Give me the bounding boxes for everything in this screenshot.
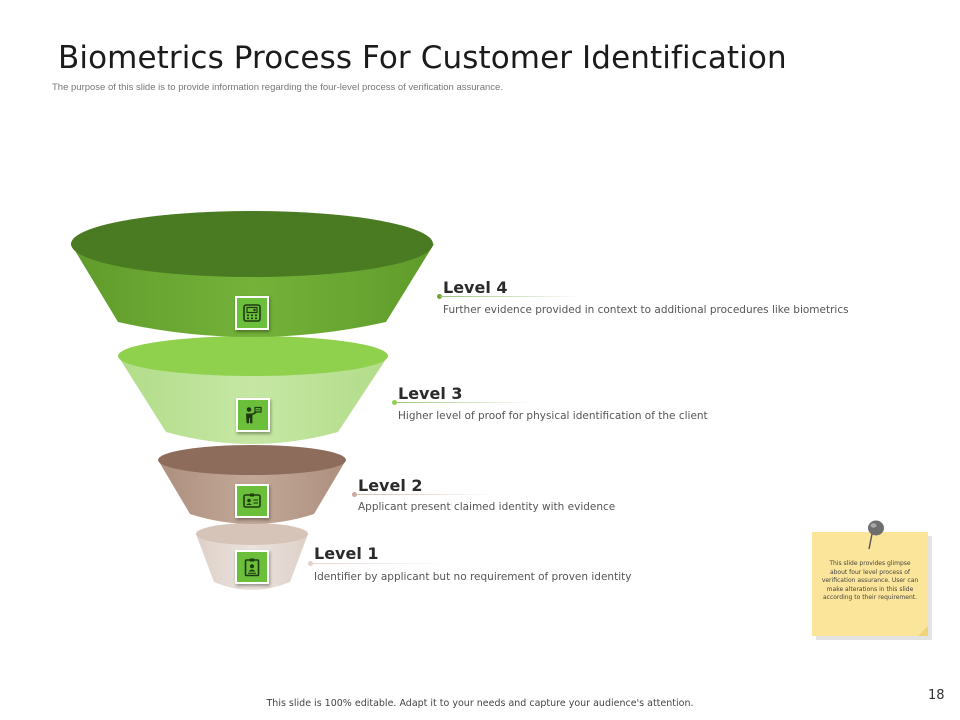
page-subtitle: The purpose of this slide is to provide … <box>52 82 503 93</box>
level-2-heading: Level 2 <box>358 476 423 495</box>
pushpin-icon <box>868 520 884 550</box>
biometric-device-icon <box>235 296 269 330</box>
level-3-heading: Level 3 <box>398 384 463 403</box>
funnel-segment-level-4 <box>71 211 434 337</box>
level-4-description: Further evidence provided in context to … <box>443 304 849 316</box>
footer-note: This slide is 100% editable. Adapt it to… <box>266 698 694 709</box>
level-1-connector-line <box>311 563 451 564</box>
level-3-connector-dot <box>392 400 397 405</box>
level-1-description: Identifier by applicant but no requireme… <box>314 571 632 583</box>
level-2-connector-dot <box>352 492 357 497</box>
level-1-heading: Level 1 <box>314 544 379 563</box>
level-3-description: Higher level of proof for physical ident… <box>398 410 708 422</box>
level-4-connector-dot <box>437 294 442 299</box>
level-2-connector-line <box>355 494 495 495</box>
sticky-note-fold <box>918 626 928 636</box>
sticky-note: This slide provides glimpse about four l… <box>812 532 928 636</box>
id-card-icon <box>235 484 269 518</box>
level-1-connector-dot <box>308 561 313 566</box>
level-2-description: Applicant present claimed identity with … <box>358 501 616 513</box>
page-number: 18 <box>928 688 945 703</box>
presenter-board-icon <box>236 398 270 432</box>
page-title: Biometrics Process For Customer Identifi… <box>58 40 787 76</box>
clipboard-user-icon <box>235 550 269 584</box>
level-3-connector-line <box>395 402 535 403</box>
sticky-note-text: This slide provides glimpse about four l… <box>821 560 919 601</box>
level-4-heading: Level 4 <box>443 278 508 297</box>
level-4-connector-line <box>440 296 580 297</box>
